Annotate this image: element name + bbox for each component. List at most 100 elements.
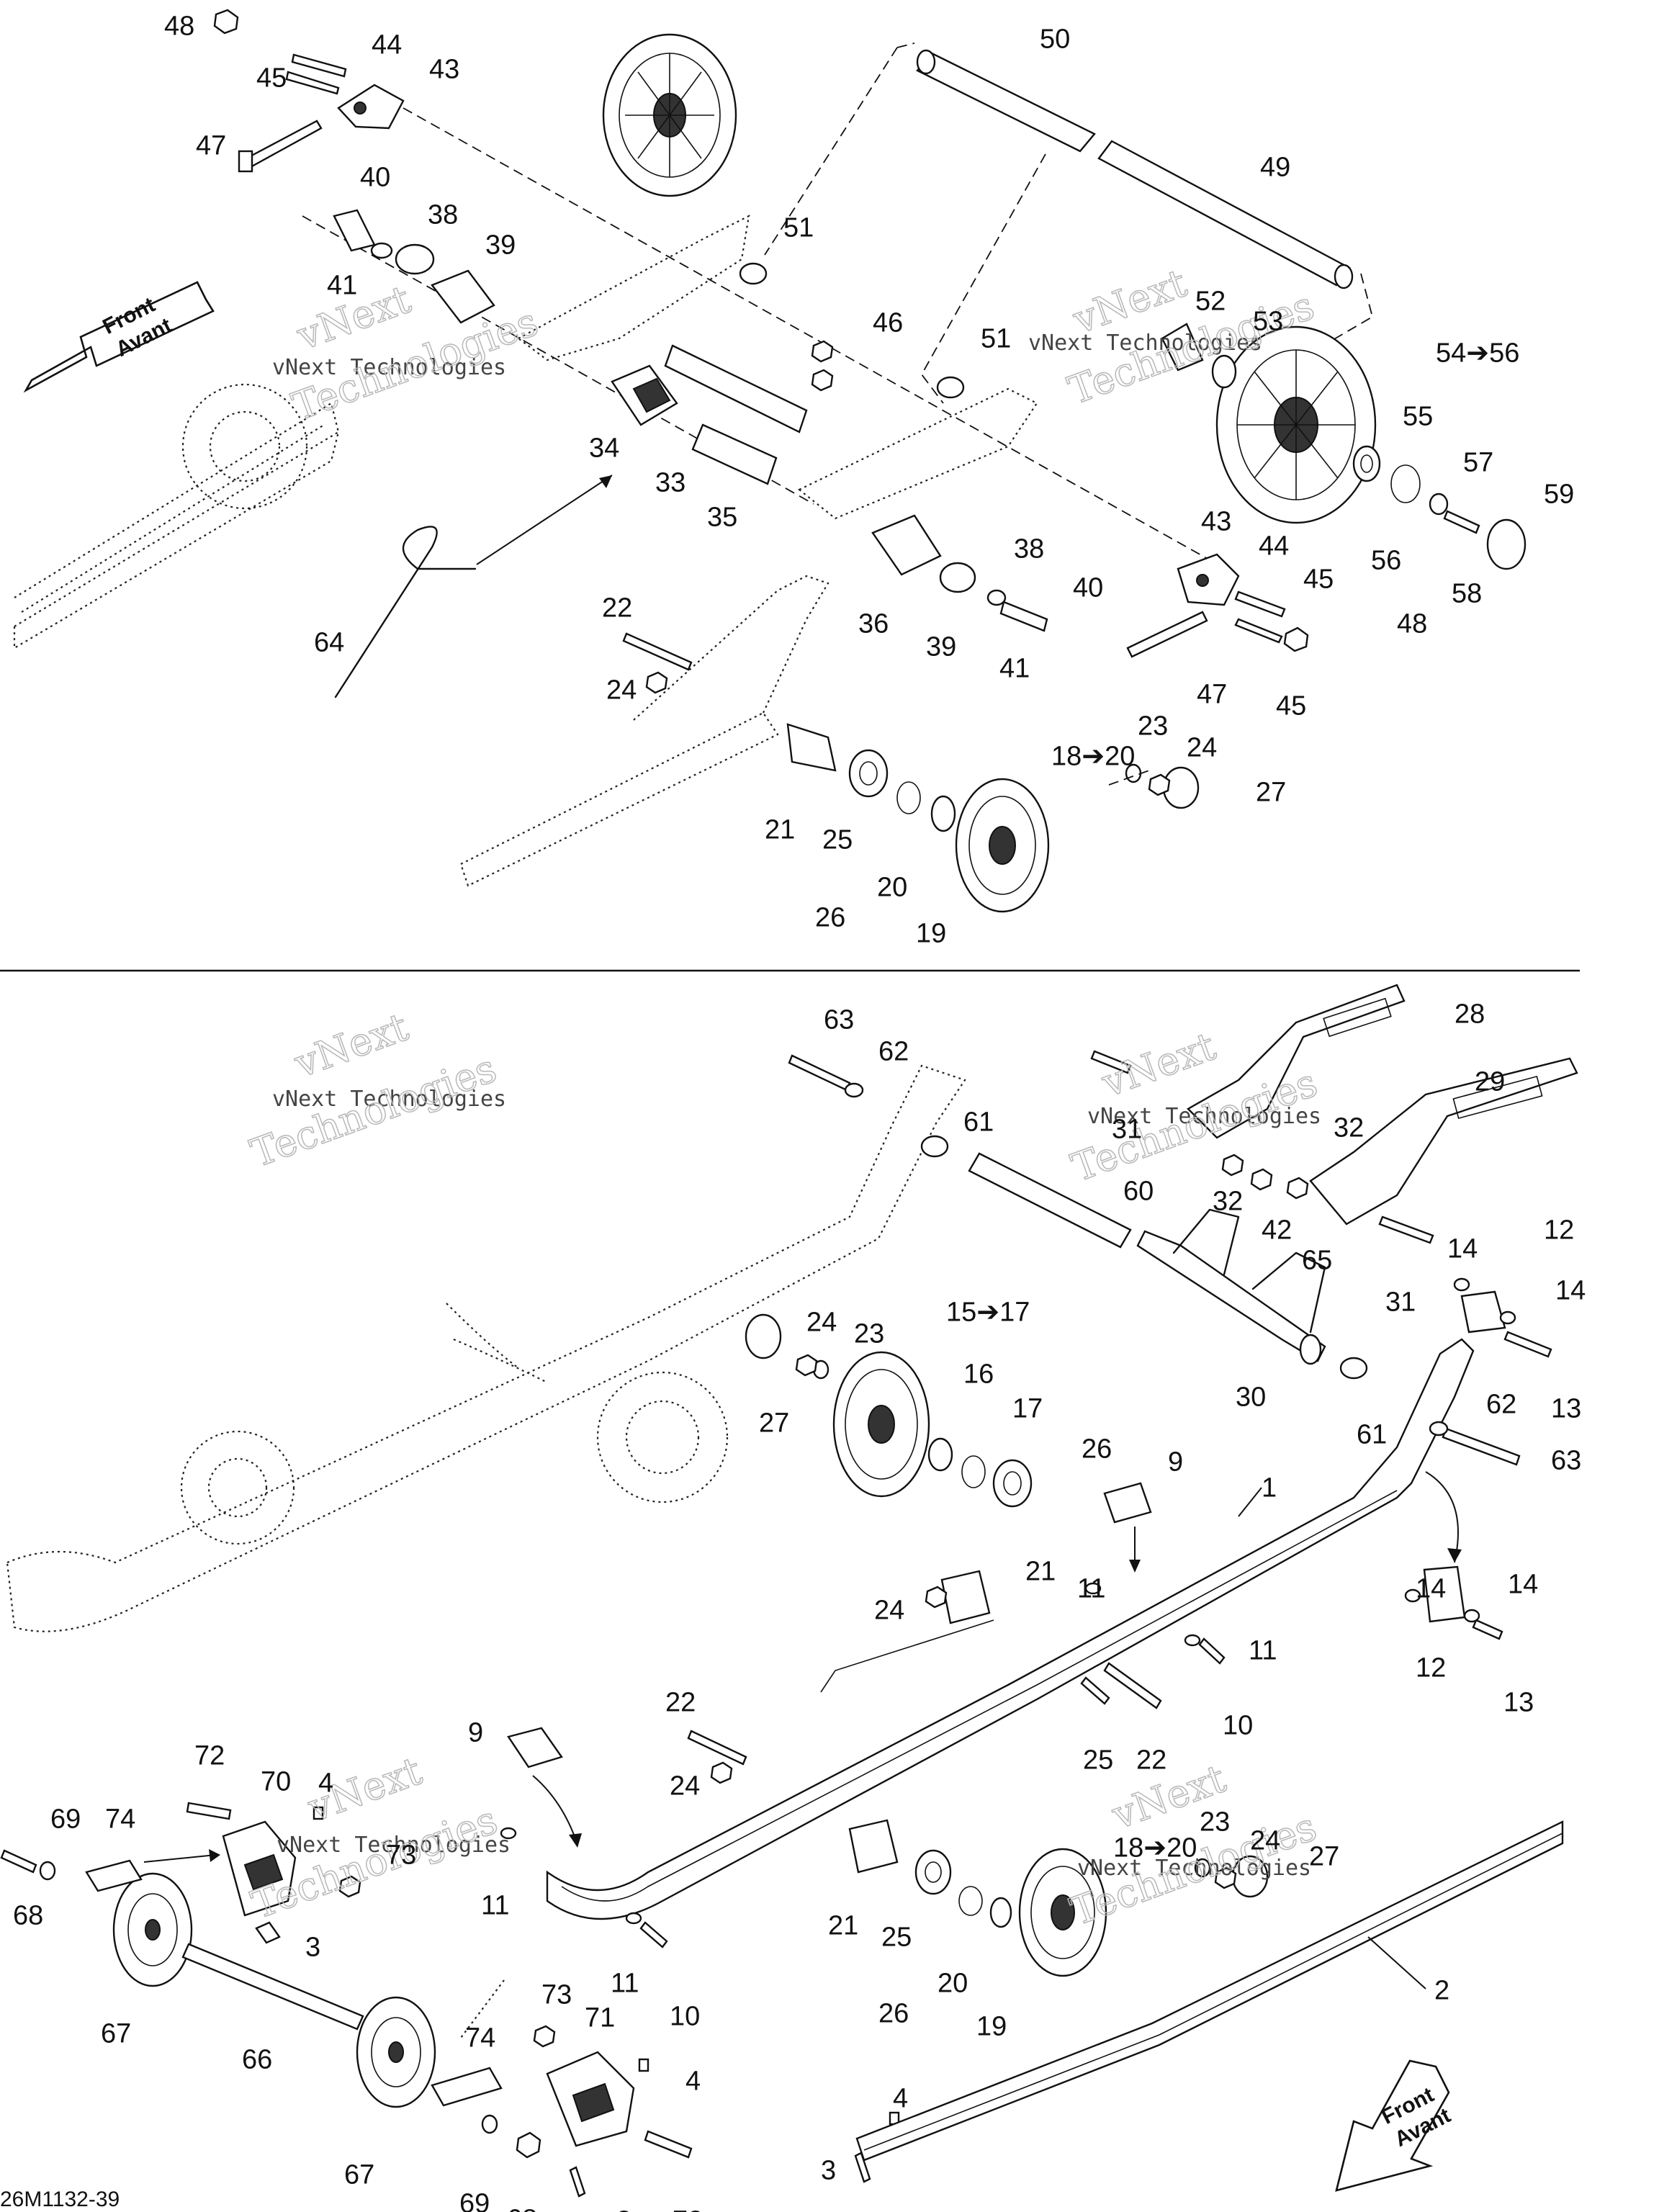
shaft-50 [916,49,1096,153]
callout-c48a: 48 [164,11,194,41]
callout-c26a: 26 [815,902,845,932]
callout-c20a: 20 [877,872,907,902]
callout-c26b: 26 [1082,1434,1112,1464]
callout-c66: 66 [242,2044,272,2074]
callout-c3c: 3 [616,2206,631,2212]
bolt-63-right [1442,1427,1521,1466]
plate-29 [1309,1057,1578,1226]
callout-c24c: 24 [806,1307,837,1337]
washer-57 [1429,493,1449,516]
plate-74-right [431,2067,503,2107]
callout-c61a: 61 [963,1107,994,1137]
callout-c45c: 45 [1276,691,1306,721]
axle-21-lower [848,1819,899,1874]
callout-c38b: 38 [1014,534,1044,564]
callout-c19b: 19 [976,2011,1007,2041]
callout-c31b: 31 [1385,1287,1416,1317]
callout-c43b: 43 [1201,506,1231,536]
bolt-22-mid [1103,1662,1162,1709]
callout-c23a: 23 [1138,711,1168,741]
callout-c10b: 10 [670,2001,700,2031]
callout-c13b: 13 [1503,1687,1534,1717]
callout-c61b: 61 [1357,1419,1387,1449]
callout-c44b: 44 [1259,531,1289,561]
callout-c36: 36 [858,608,889,639]
callout-c67b: 67 [344,2159,374,2190]
callout-c21a: 21 [765,814,795,845]
callout-c24d: 24 [874,1595,904,1625]
callout-c39a: 39 [485,230,516,260]
wheel-67-left [112,1872,193,1987]
front-arrow-badge-top: Front Avant [23,281,215,393]
callout-c38a: 38 [428,199,458,230]
bracket-44-right [1177,553,1240,606]
bushing-61-top [920,1135,949,1158]
callout-c40b: 40 [1073,572,1103,603]
callout-c9b: 9 [468,1717,483,1748]
callout-c31a: 31 [1112,1114,1142,1144]
callout-c49: 49 [1260,152,1290,182]
spacer-26-lower [914,1849,952,1895]
callout-c58: 58 [1452,578,1482,608]
callout-c14c: 14 [1416,1573,1446,1604]
idler-wheel-18-lower [1018,1848,1107,1977]
callout-c73b: 73 [541,1979,572,2010]
axle-21-mid [940,1570,991,1624]
callout-c41b: 41 [999,653,1030,683]
callout-c51b: 51 [981,323,1011,354]
main-rail-1 [546,1338,1475,1920]
callout-c48b: 48 [1397,608,1427,639]
callout-c16: 16 [963,1359,994,1389]
callout-c20b: 20 [938,1968,968,1998]
screw-3 [255,1921,871,2198]
block-34 [611,364,678,426]
callout-c14d: 14 [1508,1569,1538,1599]
bolt-10 [639,1637,1226,1948]
callout-c4b: 4 [685,2066,701,2096]
bolt-40-top [333,209,376,252]
callout-c24e: 24 [670,1771,700,1801]
cap-27-mid [745,1313,782,1359]
bolt-68-right [516,2131,541,2159]
callout-c24a: 24 [606,675,637,705]
callout-c51a: 51 [783,212,814,243]
axle-21-top [786,723,837,772]
callout-c1517: 15➔17 [946,1297,1030,1327]
callout-c67a: 67 [101,2018,131,2049]
nut-24-top [1148,773,1171,796]
callout-c27c: 27 [1309,1841,1339,1871]
callout-c1820a: 18➔20 [1051,741,1135,771]
bearing-55 [1352,445,1381,482]
callout-numbers: 4845444350494740383941514651525354➔56555… [13,11,1586,2212]
callout-c12a: 12 [1544,1215,1574,1245]
callout-c69a: 69 [50,1804,81,1834]
callout-c28: 28 [1455,999,1485,1029]
callout-c68b: 68 [507,2204,537,2212]
shaft-49 [1097,140,1354,289]
washer-11 [500,1582,1201,1925]
bolt-72-right [644,2130,693,2159]
watermark-outline-4a: vNext [1095,1023,1221,1106]
washer-41-right [986,589,1007,606]
callout-c14b: 14 [1555,1275,1586,1305]
callout-c2: 2 [1434,1975,1449,2005]
callout-c19a: 19 [916,918,946,948]
nut-24-lower [1214,1866,1237,1889]
callout-c25a: 25 [822,824,853,855]
bearing-53 [1211,354,1237,389]
nut-24-mid [795,1354,818,1377]
shaft-guide-dashes [764,42,1374,404]
bracket-70 [222,1820,297,1917]
wheel-15 [832,1351,930,1498]
callout-c56: 56 [1371,545,1401,575]
watermark-text-4: vNext Technologies [1087,1104,1321,1129]
callout-c1820b: 18➔20 [1113,1833,1197,1863]
callout-c57: 57 [1463,447,1493,477]
callout-c23c: 23 [1200,1807,1230,1837]
callout-c4a: 4 [318,1768,333,1798]
block-39-top [431,269,495,324]
callout-c22b: 22 [665,1687,696,1717]
callout-c42: 42 [1262,1215,1292,1245]
upper-arm-silhouette [516,215,750,361]
